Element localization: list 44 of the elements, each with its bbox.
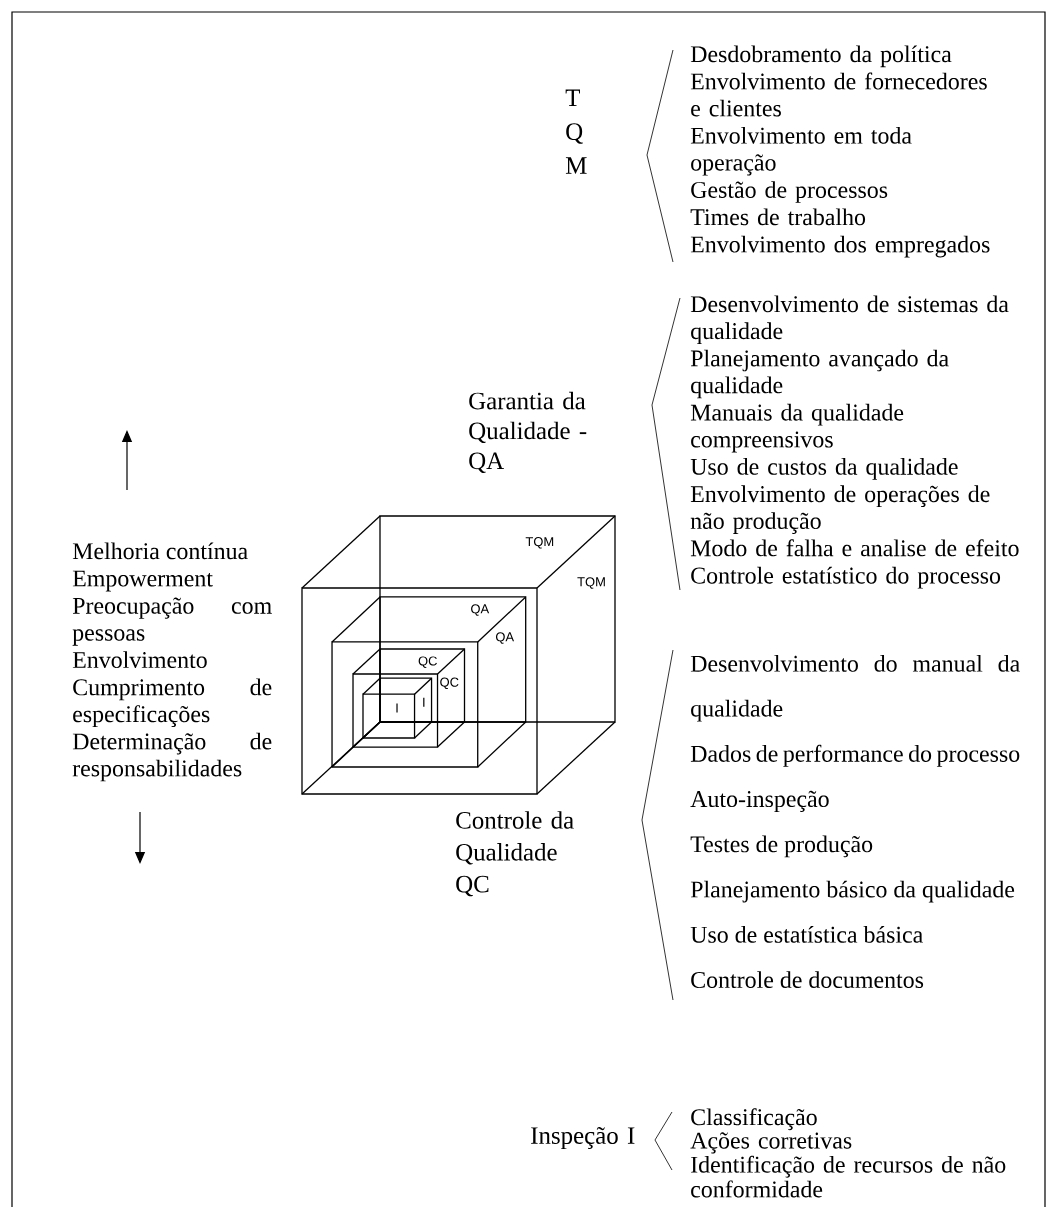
list-item: Dados de performance do processo (690, 744, 1020, 767)
heading: T Q M (565, 89, 587, 174)
list-item: Preocupação com pessoas (72, 597, 272, 646)
list-item: Envolvimento de operações de não produção (690, 485, 990, 534)
list-item: Envolvimento em toda operação (690, 126, 912, 176)
list-item: Classificação (691, 1108, 817, 1131)
list-item: Auto-inspeção (690, 790, 829, 812)
list-item: Envolvimento (72, 651, 207, 669)
node-label: TQM (525, 537, 554, 549)
list-item: Envolvimento de fornecedores e clientes (690, 72, 987, 117)
cube-drawing: I I (362, 677, 433, 739)
cube-drawing: QA QA QC QC I I (331, 596, 527, 768)
node-label: QC (440, 677, 459, 690)
list-item: Desenvolvimento de sistemas da qualidade (690, 295, 1009, 345)
node-label: QA (495, 632, 515, 644)
list-item: Melhoria contínua (72, 542, 248, 560)
list-item: Controle de documentos (691, 971, 924, 989)
list-item: Controle estatístico do processo (691, 566, 1001, 589)
list-item: Times de trabalho (690, 208, 866, 226)
list-item: Desenvolvimento do manual da qualidade (690, 655, 1020, 722)
list-item: Uso de custos da qualidade (690, 458, 958, 480)
node-label: TQM (577, 577, 605, 589)
heading: Controle da Qualidade QC (456, 811, 574, 897)
list-item: Determinação de responsabilidades (72, 732, 272, 782)
list-item: Testes de produção (690, 835, 873, 858)
list-item: Uso de estatística básica (690, 925, 923, 943)
cube-drawing: TQM TQM QA QA QC QC I I (301, 515, 616, 795)
heading: Inspeção I (531, 1126, 635, 1150)
heading: Garantia da Qualidade - QA (469, 391, 587, 473)
list-item: Ações corretivas (690, 1132, 852, 1154)
list-item: Modo de falha e analise de efeito (690, 539, 1019, 557)
node-label: QC (418, 656, 437, 668)
cube-drawing: QC QC I I (352, 648, 466, 748)
node-label: QA (471, 604, 490, 616)
list-item: Desdobramento da política (690, 45, 952, 68)
list-item: Envolvimento dos empregados (690, 235, 990, 258)
list-item: Manuais da qualidade compreensivos (690, 403, 904, 453)
list-item: Planejamento básico da qualidade (690, 880, 1015, 903)
node-label: I (423, 697, 425, 707)
list-item: Planejamento avançado da qualidade (690, 349, 949, 399)
list-item: Cumprimento de especificações (73, 678, 272, 728)
list-item: Empowerment (72, 570, 213, 592)
list-item: Identificação de recursos de não conformidade (691, 1155, 1006, 1198)
list-item: Gestão de processos (691, 181, 888, 203)
